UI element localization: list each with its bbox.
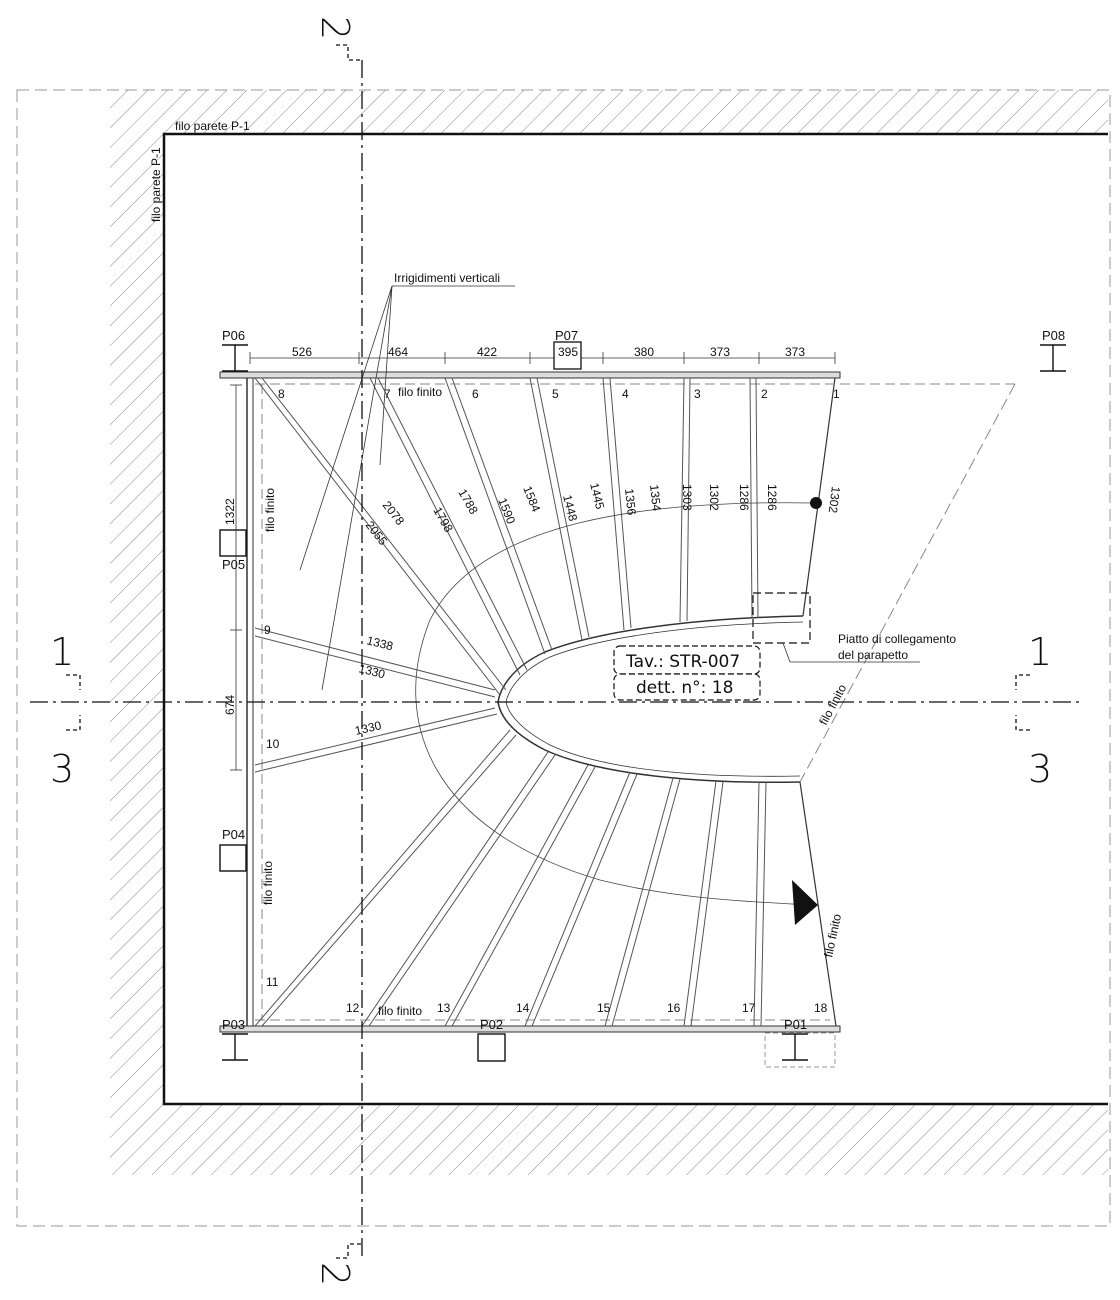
top-dim-4: 395: [558, 345, 578, 359]
tread-dim: 2055: [363, 518, 391, 548]
filo-finito-right-lower: filo finito: [821, 912, 844, 958]
treads-lower: [254, 707, 767, 1027]
top-dim-2: 464: [388, 345, 408, 359]
tread-dim: 1302: [707, 484, 721, 511]
post-p05-label: P05: [222, 557, 245, 572]
tread-dimensions: 2078 2055 1798 1788 1590 1584 1448 1445 …: [354, 481, 843, 738]
detail-dett: dett. n°: 18: [636, 678, 733, 698]
post-p01-label: P01: [784, 1017, 807, 1032]
top-dim-1: 526: [292, 345, 312, 359]
tread-dim: 1286: [765, 484, 779, 511]
step-number: 1: [833, 387, 840, 401]
top-dim-5: 380: [634, 345, 654, 359]
step-number: 4: [622, 387, 629, 401]
tread-dim: 1330: [354, 718, 383, 738]
section-mark-1-left: 1: [50, 630, 74, 674]
step-number: 5: [552, 387, 559, 401]
top-dim-7: 373: [785, 345, 805, 359]
tread-dim: 1788: [455, 487, 481, 517]
p07-box: [553, 341, 582, 370]
left-wall-label: filo parete P-1: [149, 147, 163, 222]
post-p07-label: P07: [555, 328, 578, 343]
post-p08-label: P08: [1042, 328, 1065, 343]
tread-dim: 1286: [737, 484, 751, 511]
step-number: 18: [814, 1001, 828, 1015]
tread-dim: 1590: [495, 496, 518, 526]
post-p03-label: P03: [222, 1017, 245, 1032]
detail-tav: Tav.: STR-007: [625, 652, 740, 672]
filo-finito-left-upper: filo finito: [263, 488, 277, 532]
step-number: 17: [742, 1001, 756, 1015]
step-number: 9: [264, 623, 271, 637]
irrigidimenti-leaders: [299, 285, 515, 691]
step-numbers: 1 2 3 4 5 6 7 8 9 10 11 12 13 14 15 16 1…: [264, 387, 840, 1015]
tread-dim: 1356: [622, 488, 639, 516]
post-p04-label: P04: [222, 827, 245, 842]
step-number: 8: [278, 387, 285, 401]
step-number: 11: [266, 975, 279, 989]
post-p06-label: P06: [222, 328, 245, 343]
left-dim-2: 674: [223, 695, 237, 715]
walking-line-start-marker: [810, 497, 822, 509]
walking-line-arrow: [792, 880, 818, 925]
left-dim-1: 1322: [223, 498, 237, 525]
step-number: 7: [384, 387, 391, 401]
step-number: 16: [667, 1001, 681, 1015]
tread-dim: 1584: [520, 484, 543, 514]
section-mark-1-right: 1: [1028, 630, 1052, 674]
top-dim-3: 422: [477, 345, 497, 359]
post-p02-label: P02: [480, 1017, 503, 1032]
tread-dim: 1303: [680, 484, 694, 511]
section-mark-3-right: 3: [1028, 747, 1052, 791]
tread-dim: 1354: [647, 484, 664, 512]
walking-line: [415, 502, 816, 906]
top-dim-6: 373: [710, 345, 730, 359]
tread-dim: 1448: [560, 493, 580, 523]
left-dimension-chain: [230, 384, 242, 771]
treads-upper: [254, 377, 759, 698]
piatto-label-line2: del parapetto: [838, 648, 908, 662]
tread-dim: 2078: [380, 498, 408, 528]
tread-dim: 1302: [826, 486, 843, 515]
top-wall-label: filo parete P-1: [175, 119, 250, 133]
wall-hatching: [110, 90, 1108, 1175]
tread-dim: 1445: [587, 481, 607, 511]
step-number: 2: [761, 387, 768, 401]
step-number: 13: [437, 1001, 451, 1015]
step-number: 10: [266, 737, 280, 751]
step-number: 3: [694, 387, 701, 401]
piatto-label-line1: Piatto di collegamento: [838, 632, 956, 646]
irrigidimenti-label: Irrigidimenti verticali: [394, 271, 500, 285]
post-markers: [219, 344, 1066, 1068]
filo-finito-bottom: filo finito: [378, 1004, 422, 1018]
section-mark-3-left: 3: [50, 747, 74, 791]
step-number: 14: [516, 1001, 530, 1015]
piatto-detail-box: [752, 592, 811, 644]
section-lines: [30, 44, 1080, 1260]
step-number: 12: [346, 1001, 360, 1015]
piatto-leader: [782, 642, 791, 663]
filo-finito-top: filo finito: [398, 385, 442, 399]
tread-dim: 1330: [357, 661, 387, 681]
detail-reference: Tav.: STR-007 dett. n°: 18: [613, 645, 761, 701]
filo-finito-left-lower: filo finito: [261, 861, 275, 905]
step-number: 6: [472, 387, 479, 401]
outer-dashed-boundary: [16, 89, 1111, 1227]
top-dimension-chain: [249, 352, 836, 364]
section-mark-2-bottom: 2: [313, 1262, 357, 1286]
section-mark-2-top: 2: [313, 16, 357, 40]
step-number: 15: [597, 1001, 611, 1015]
tread-dim: 1798: [430, 505, 456, 535]
tread-dim: 1338: [365, 633, 395, 653]
